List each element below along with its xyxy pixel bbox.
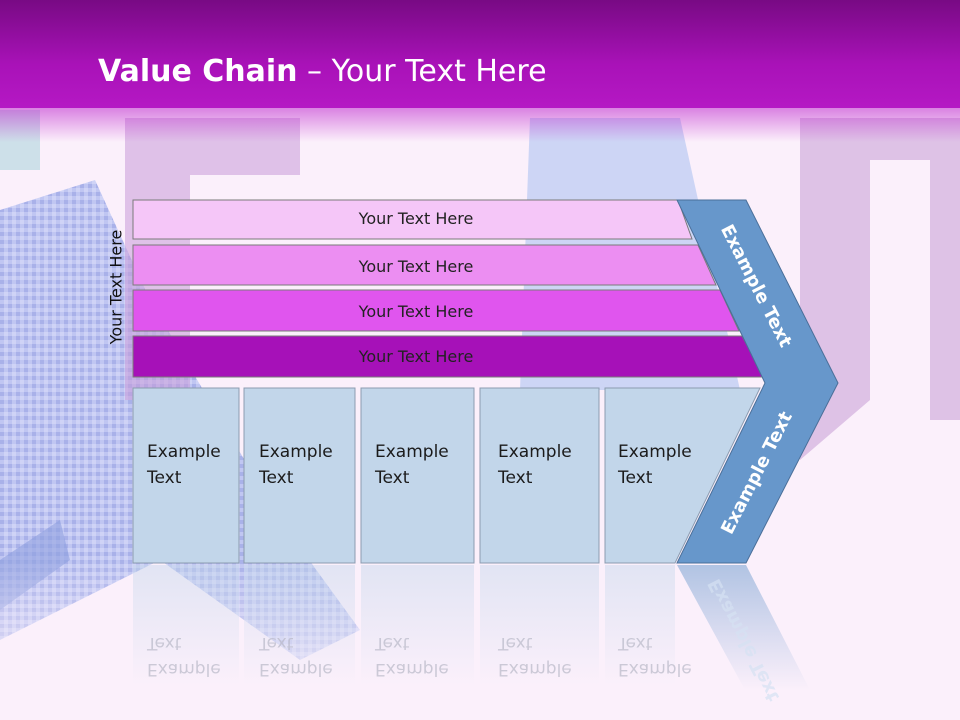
- activity-box-4: [479, 387, 600, 564]
- letter-shape-right: [800, 118, 960, 460]
- header-bar: [0, 0, 960, 108]
- title-bold: Value Chain: [98, 54, 298, 89]
- band-label-2: Your Text Here: [358, 257, 474, 276]
- box-label-5: Example Text: [618, 439, 692, 491]
- activity-box-3: [360, 387, 475, 564]
- chevron-arrow: [676, 199, 839, 564]
- activity-box-1: [132, 387, 240, 564]
- box-label-5-line1: Example: [618, 442, 692, 462]
- box-label-3-line1: Example: [375, 442, 449, 462]
- box-label-2-line1: Example: [259, 442, 333, 462]
- activity-box-2: [243, 387, 356, 564]
- band-3: [132, 289, 740, 332]
- header-fade: [0, 108, 960, 142]
- box-label-3: Example Text: [375, 439, 449, 491]
- box-label-2: Example Text: [259, 439, 333, 491]
- box-label-4-line2: Text: [498, 468, 533, 488]
- band-1: [132, 199, 693, 240]
- page-title: Value Chain – Your Text Here: [98, 54, 547, 89]
- box-label-2-line2: Text: [259, 468, 294, 488]
- box-label-4: Example Text: [498, 439, 572, 491]
- box-label-1-line2: Text: [147, 468, 182, 488]
- box-label-3-line2: Text: [375, 468, 410, 488]
- band-2: [132, 244, 717, 286]
- band-label-4: Your Text Here: [358, 347, 474, 366]
- band-label-1: Your Text Here: [358, 209, 474, 228]
- box-label-5-line2: Text: [618, 468, 653, 488]
- box-label-1: Example Text: [147, 439, 221, 491]
- box-label-4-line1: Example: [498, 442, 572, 462]
- activity-box-5: [604, 387, 761, 564]
- band-label-3: Your Text Here: [358, 302, 474, 321]
- title-rest: – Your Text Here: [297, 54, 547, 89]
- box-label-1-line1: Example: [147, 442, 221, 462]
